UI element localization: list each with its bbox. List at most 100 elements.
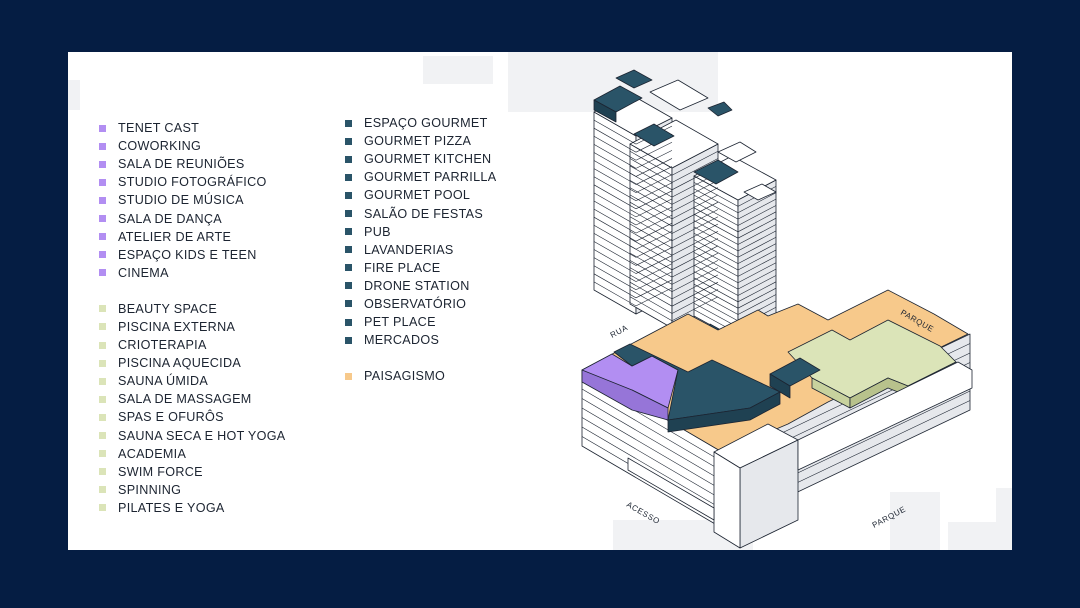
floor-line [693,226,739,252]
floor-line [593,160,637,185]
legend-item: SWIM FORCE [99,463,286,481]
floor-line [737,294,777,315]
floor-line [581,426,723,510]
floor-line [581,388,723,472]
floor-line [693,252,739,277]
legend-label: GOURMET POOL [364,188,471,203]
legend-swatch [99,359,106,367]
building-diagram: RUA PARQUE ACESSO PARQUE [581,69,973,549]
floor-line [693,296,739,322]
floor-line [593,273,637,299]
legend-group-green: BEAUTY SPACE PISCINA EXTERNA CRIOTERAPIA PI… [99,300,286,517]
floor-line [629,267,673,292]
floor-line [593,127,637,153]
floor-line [629,296,673,321]
floor-line [737,205,777,226]
tower-roof-white [717,141,757,163]
floor-line [737,281,777,303]
legend-item: LAVANDERIAS [345,241,496,259]
legend-swatch [345,300,352,308]
floor-line [635,271,673,290]
floor-line [593,241,637,266]
tower [593,69,777,347]
legend-group-orange: PAISAGISMO [345,367,496,385]
legend-label: GOURMET PIZZA [364,134,472,149]
floor-line [693,233,739,258]
legend-label: SPAS E OFURÔS [118,410,224,425]
tower-roof-white [743,183,777,201]
legend-item: SAUNA ÚMIDA [99,372,286,390]
tower-roof-teal [633,123,675,147]
legend-item: PAISAGISMO [345,367,496,385]
legend-item: FIRE PLACE [345,259,496,277]
legend-item: BEAUTY SPACE [99,300,286,318]
legend-swatch [99,124,106,132]
floor-line [629,260,673,285]
label-rua: RUA [609,323,630,340]
legend-item: MERCADOS [345,331,496,349]
floor-line [671,187,719,212]
legend-label: SWIM FORCE [118,464,203,479]
legend-swatch [99,450,106,458]
floor-line [737,192,777,213]
legend-swatch [345,372,352,380]
floor-line [693,271,739,296]
floor-line [593,281,637,307]
legend-item: STUDIO FOTOGRÁFICO [99,173,286,191]
floor-line [737,275,777,296]
floor-line [737,217,777,239]
legend-item: DRONE STATION [345,277,496,295]
floor-line [671,151,719,176]
legend-label: GOURMET KITCHEN [364,152,492,167]
legend-label: SAUNA SECA E HOT YOGA [118,428,286,443]
floor-line [671,296,719,321]
legend-label: BEAUTY SPACE [118,301,218,316]
podium-ledge [797,361,973,471]
legend-swatch [345,173,352,181]
legend-item: PET PLACE [345,313,496,331]
legend-swatch [345,119,352,127]
legend-item: ACADEMIA [99,445,286,463]
floor-line [593,168,637,193]
floor-line [593,233,637,258]
legend-swatch [345,282,352,290]
legend-label: PILATES E YOGA [118,500,225,515]
legend-label: PUB [364,224,391,239]
floor-line [635,231,673,250]
floor-line [693,182,739,207]
background-block [996,488,1012,528]
legend-label: CRIOTERAPIA [118,338,207,353]
floor-line [629,238,673,263]
legend-swatch [99,196,106,204]
legend-swatch [99,341,106,349]
floor-line [671,289,719,314]
floor-line [593,249,637,274]
floor-line [635,158,673,177]
floor-line [635,166,673,185]
legend-swatch [345,155,352,163]
floor-line [671,231,719,256]
floor-line [693,201,739,226]
legend-label: PISCINA AQUECIDA [118,356,242,371]
floor-line [629,245,673,271]
legend-swatch [99,160,106,168]
floor-line [737,230,777,252]
background-block [890,492,940,550]
floor-line [593,184,637,210]
legend-swatch [99,377,106,385]
legend-swatch [99,468,106,476]
floor-line [635,239,673,258]
tower-roof-teal [693,159,739,185]
legend-swatch [99,142,106,150]
floor-line [671,223,719,249]
legend-swatch [345,336,352,344]
legend-swatch [99,486,106,494]
legend-item: PISCINA EXTERNA [99,318,286,336]
legend-label: CINEMA [118,265,169,280]
podium-front-block [713,451,741,549]
floor-line [671,238,719,263]
legend-swatch [99,178,106,186]
floor-line [671,252,719,278]
tower-roof-white [649,79,709,111]
legend-swatch [345,228,352,236]
